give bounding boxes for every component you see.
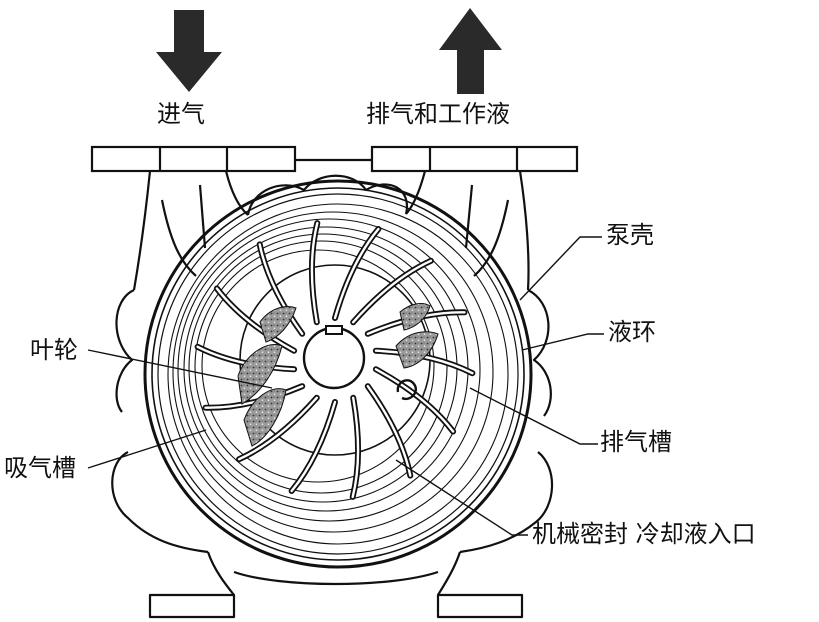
discharge-port-label: 排气槽 bbox=[600, 428, 672, 456]
impeller-label: 叶轮 bbox=[30, 336, 78, 364]
shaft-bore bbox=[302, 326, 366, 390]
discharge-port-shape bbox=[396, 379, 417, 401]
liquid-ring bbox=[143, 179, 533, 569]
impeller-blade-core bbox=[310, 221, 319, 324]
suction-port-label: 吸气槽 bbox=[4, 454, 76, 482]
inlet-label: 进气 bbox=[157, 100, 205, 128]
impeller-blades bbox=[194, 220, 476, 500]
impeller-blade-core bbox=[290, 400, 337, 493]
liquid-swirl bbox=[167, 203, 509, 545]
seal-coolant-label: 机械密封 冷却液入口 bbox=[532, 520, 756, 548]
impeller-blade-core bbox=[351, 396, 360, 499]
leader-lines bbox=[87, 236, 604, 536]
impeller-blade-core bbox=[374, 349, 474, 375]
outlet-label: 排气和工作液 bbox=[366, 100, 510, 128]
top-flange bbox=[90, 145, 579, 173]
impeller-blade-core bbox=[196, 345, 296, 371]
liquid-pockets bbox=[237, 303, 439, 447]
impeller-blade-core bbox=[333, 227, 380, 320]
impeller-blade-core bbox=[366, 385, 412, 477]
impeller-blade-core bbox=[352, 259, 433, 324]
impeller-blade-core bbox=[215, 287, 296, 352]
pump-casing bbox=[111, 170, 554, 619]
liquid-ring-label: 液环 bbox=[608, 318, 656, 346]
impeller-blade-core bbox=[374, 368, 455, 433]
impeller-blade-core bbox=[204, 385, 304, 409]
inlet-arrow-icon bbox=[156, 10, 222, 92]
impeller-blade-core bbox=[258, 243, 304, 335]
casing-label: 泵壳 bbox=[606, 221, 654, 249]
impeller-blade-core bbox=[237, 396, 318, 461]
outlet-arrow-icon bbox=[439, 8, 502, 94]
